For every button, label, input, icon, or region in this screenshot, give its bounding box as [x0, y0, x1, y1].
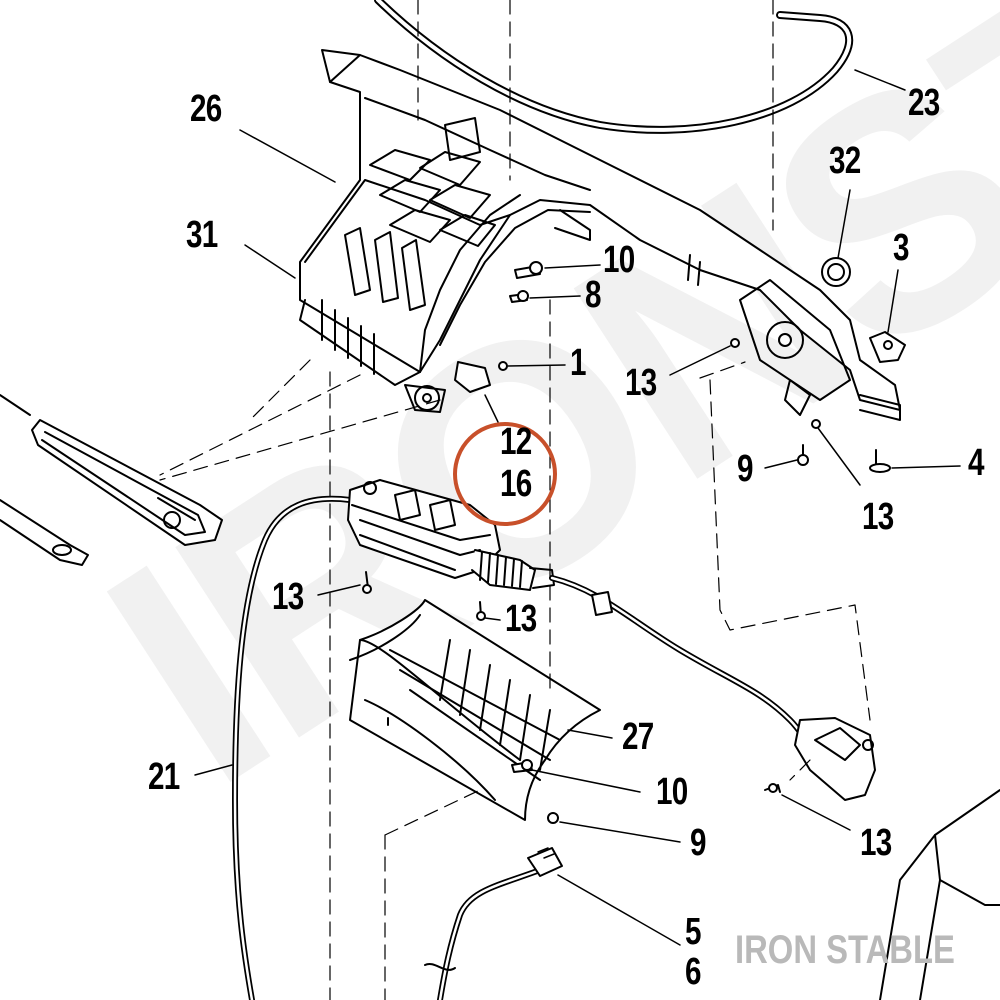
callout-16: 16 [500, 463, 532, 505]
callout-12: 12 [500, 421, 532, 463]
wire-harness-21 [232, 495, 353, 1000]
brand-watermark: IRON STABLE [735, 928, 955, 972]
trim-strip [0, 394, 223, 566]
alignment-lines [159, 0, 871, 1000]
main-bracket-26 [299, 49, 901, 421]
callout-13-c: 13 [272, 576, 304, 618]
callout-32: 32 [829, 140, 861, 182]
callout-5: 5 [685, 911, 701, 953]
callout-13-d: 13 [505, 598, 537, 640]
connector-5-6 [424, 847, 563, 1000]
callout-13-e: 13 [860, 822, 892, 864]
callout-27: 27 [622, 716, 654, 758]
callout-3: 3 [893, 227, 909, 269]
highlight-circle [453, 422, 557, 526]
callout-13-a: 13 [625, 362, 657, 404]
callout-31: 31 [186, 214, 218, 256]
callout-13-b: 13 [862, 496, 894, 538]
callout-10-top: 10 [603, 239, 635, 281]
callout-21: 21 [148, 756, 180, 798]
callout-6: 6 [685, 951, 701, 993]
callout-9-b: 9 [690, 822, 706, 864]
corner-case [879, 789, 1000, 1000]
cover-27 [349, 599, 601, 821]
fasteners [362, 257, 906, 824]
callout-4: 4 [968, 442, 984, 484]
actuator-cable [549, 575, 876, 801]
callout-10-bottom: 10 [656, 771, 688, 813]
callout-23: 23 [908, 82, 940, 124]
seal-23 [374, 0, 854, 134]
callout-9-a: 9 [737, 448, 753, 490]
callout-26: 26 [190, 88, 222, 130]
callout-8: 8 [585, 274, 601, 316]
callout-1: 1 [570, 342, 586, 384]
leader-lines [194, 69, 961, 946]
